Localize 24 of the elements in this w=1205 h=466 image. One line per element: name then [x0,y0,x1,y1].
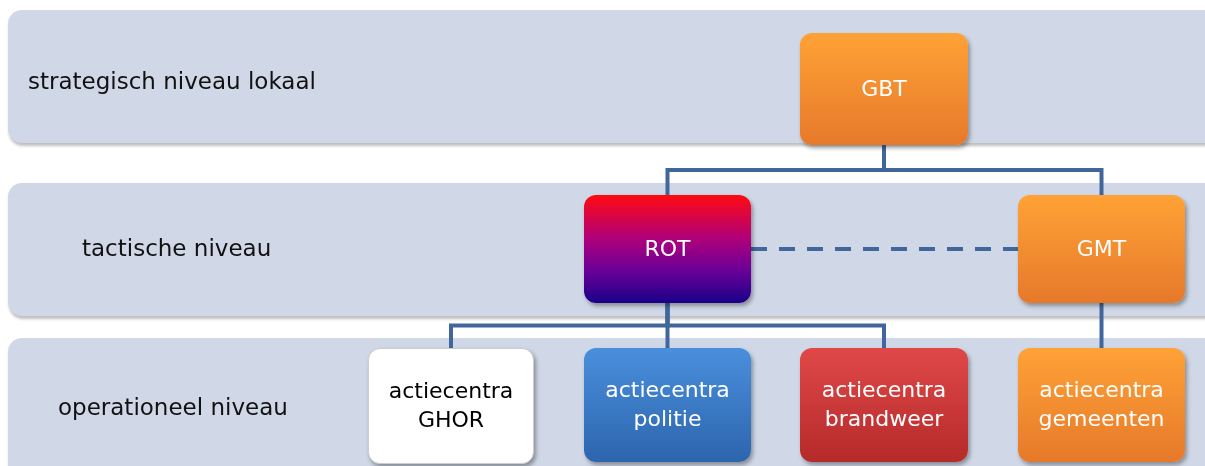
box-label: actiecentra brandweer [820,376,948,433]
box-label: ROT [643,234,692,263]
org-box [800,348,968,462]
level-band [8,10,1205,143]
org-box [800,33,968,145]
box-label: actiecentra GHOR [387,377,515,434]
level-label: tactische niveau [82,235,272,261]
level-band [8,338,1205,466]
connector-line [1099,303,1104,348]
box-label: GMT [1075,234,1128,263]
connector-line [882,145,1104,195]
org-box [584,348,751,462]
box-label: actiecentra politie [604,376,731,433]
level-label: operationeel niveau [58,394,288,420]
dashed-connector [751,247,1018,251]
org-box [584,195,751,303]
box-label: GBT [860,74,908,103]
org-box [1018,348,1185,462]
org-box [368,348,534,464]
box-label: actiecentra gemeenten [1037,376,1166,433]
connector-line [665,303,886,348]
level-band [8,183,1205,316]
org-box [1018,195,1185,303]
level-label: strategisch niveau lokaal [28,68,316,94]
